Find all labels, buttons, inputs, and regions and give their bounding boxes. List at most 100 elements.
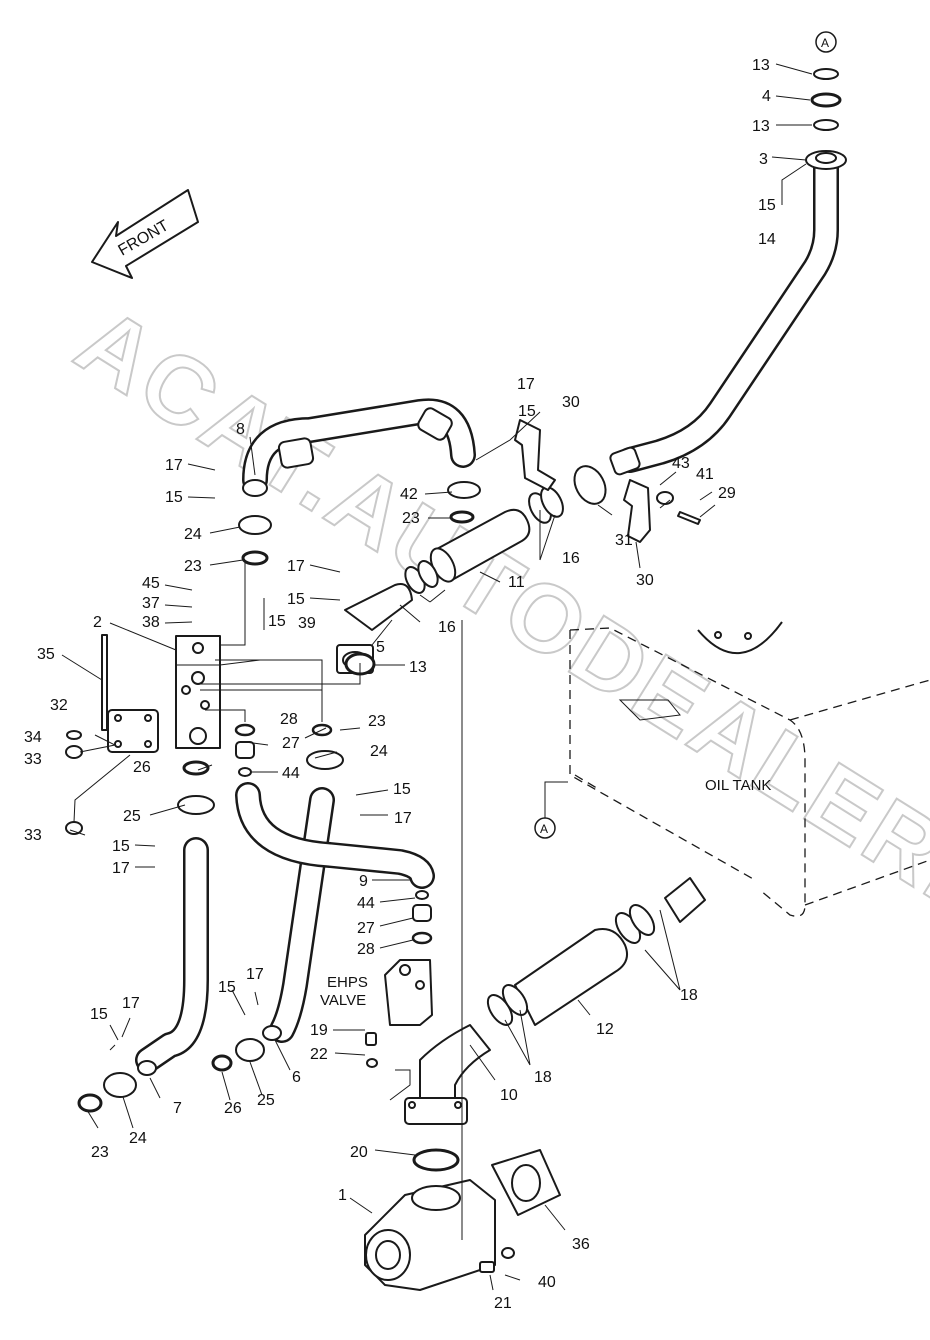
callout: 7 — [173, 1100, 182, 1117]
callout: 6 — [292, 1069, 301, 1086]
front-arrow-icon — [91, 189, 199, 279]
callout: 29 — [718, 485, 736, 502]
callout: 25 — [257, 1092, 275, 1109]
callout: 16 — [562, 550, 580, 567]
callout: 24 — [370, 743, 388, 760]
callout: 15 — [112, 838, 130, 855]
tank-cap-icon — [697, 621, 783, 655]
callout: 17 — [246, 966, 264, 983]
tube-11 — [429, 465, 607, 583]
callout: 43 — [672, 455, 690, 472]
callout: 15 — [758, 197, 776, 214]
callout: 22 — [310, 1046, 328, 1063]
callout: 34 — [24, 729, 42, 746]
callout: 37 — [142, 595, 160, 612]
callout: 1 — [338, 1187, 347, 1204]
callout: 40 — [538, 1274, 556, 1291]
ehps-label-2: VALVE — [320, 992, 366, 1009]
callout: 4 — [762, 88, 771, 105]
callout: 30 — [636, 572, 654, 589]
callout: 33 — [24, 751, 42, 768]
callout: 15 — [268, 613, 286, 630]
callout: 2 — [93, 614, 102, 631]
callout: 9 — [359, 873, 368, 890]
callout: 44 — [282, 765, 300, 782]
callout: 24 — [184, 526, 202, 543]
ehps-label-1: EHPS — [327, 974, 368, 991]
callout: 23 — [91, 1144, 109, 1161]
connector-a-bottom-label: A — [540, 822, 548, 836]
callout: 17 — [165, 457, 183, 474]
callout: 13 — [409, 659, 427, 676]
bracket-30 — [514, 419, 701, 543]
elbow-10 — [404, 1024, 491, 1172]
hose-7 — [135, 837, 209, 1073]
callout: 28 — [357, 941, 375, 958]
return-pipe — [609, 68, 847, 476]
elbow-5 — [336, 560, 439, 676]
callout: 14 — [758, 231, 776, 248]
callout: 17 — [517, 376, 535, 393]
callout: 36 — [572, 1236, 590, 1253]
callout: 45 — [142, 575, 160, 592]
callout: 17 — [122, 995, 140, 1012]
ehps-valve: EHPS VALVE — [320, 959, 433, 1068]
callout: 23 — [402, 510, 420, 527]
callout: 27 — [357, 920, 375, 937]
callout: 10 — [500, 1087, 518, 1104]
callout: 23 — [368, 713, 386, 730]
callout: 41 — [696, 466, 714, 483]
callout: 15 — [393, 781, 411, 798]
callout: 26 — [133, 759, 151, 776]
callout: 44 — [357, 895, 375, 912]
callout: 11 — [508, 574, 525, 591]
connector-a-bottom: A — [534, 781, 568, 839]
callout: 23 — [184, 558, 202, 575]
callout: 5 — [376, 639, 385, 656]
fittings — [77, 479, 481, 1113]
callout: 15 — [218, 979, 236, 996]
callout: 38 — [142, 614, 160, 631]
callout: 21 — [494, 1295, 512, 1312]
callout: 13 — [752, 118, 770, 135]
callout: 15 — [165, 489, 183, 506]
connector-a-top-label: A — [821, 36, 829, 50]
callout: 28 — [280, 711, 298, 728]
callout: 18 — [680, 987, 698, 1004]
callout: 19 — [310, 1022, 328, 1039]
manifold-2 — [65, 634, 221, 835]
callout: 13 — [752, 57, 770, 74]
front-arrow: FRONT — [91, 189, 199, 279]
callout: 32 — [50, 697, 68, 714]
callout: 17 — [394, 810, 412, 827]
connector-a-top: A — [815, 31, 837, 53]
callout: 25 — [123, 808, 141, 825]
callout: 20 — [350, 1144, 368, 1161]
callout: 8 — [236, 421, 245, 438]
callout: 42 — [400, 486, 418, 503]
callout: 33 — [24, 827, 42, 844]
callout: 12 — [596, 1021, 614, 1038]
callout: 17 — [112, 860, 130, 877]
callout: 30 — [562, 394, 580, 411]
callout: 27 — [282, 735, 300, 752]
callout: 15 — [90, 1006, 108, 1023]
callout: 35 — [37, 646, 55, 663]
callout: 15 — [518, 403, 536, 420]
hose-8 — [242, 398, 476, 493]
tube-12 — [486, 877, 706, 1026]
oil-tank: OIL TANK — [569, 621, 930, 917]
callout: 24 — [129, 1130, 147, 1147]
callout: 17 — [287, 558, 305, 575]
hose-9 — [235, 782, 435, 889]
callout: 15 — [287, 591, 305, 608]
oil-tank-label: OIL TANK — [705, 777, 771, 794]
hose-6 — [269, 787, 335, 1043]
callout: 39 — [298, 615, 316, 632]
callout: 18 — [534, 1069, 552, 1086]
callouts: 13 4 13 3 15 14 17 15 30 8 17 15 42 43 4… — [24, 57, 776, 1312]
callout: 3 — [759, 151, 768, 168]
callout: 26 — [224, 1100, 242, 1117]
callout: 31 — [615, 532, 633, 549]
